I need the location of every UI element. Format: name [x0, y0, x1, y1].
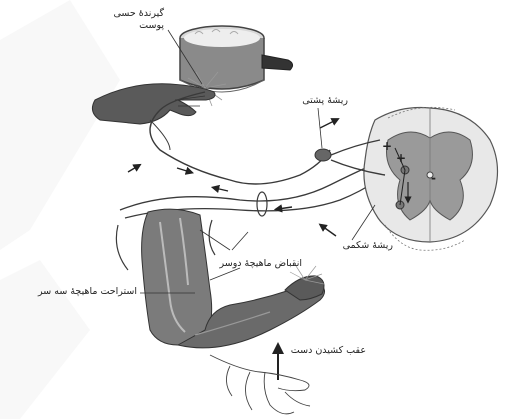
receptor-label-line2: پوست	[82, 20, 164, 32]
hand-withdrawal-label: عقب کشیدن دست	[284, 345, 366, 357]
arm	[142, 209, 325, 348]
biceps-leader-line-2	[232, 232, 248, 250]
receptor-label: گیرندهٔ حسی پوست	[82, 8, 164, 32]
motor-nerve-1	[120, 165, 372, 210]
receptor-label-line1: گیرندهٔ حسی	[82, 8, 164, 20]
nerve-ring	[257, 192, 267, 216]
hot-pot	[180, 26, 293, 92]
dorsal-root-label: ریشهٔ پشتی	[283, 95, 348, 107]
ventral-root-leader-line	[352, 205, 375, 240]
biceps-contraction-label: انقباض ماهیچهٔ دوسر	[198, 258, 302, 270]
plus-symbol-1: +	[382, 140, 392, 152]
motor-nerve-4	[209, 220, 215, 255]
watermark-logo	[0, 0, 120, 419]
triceps-relaxation-label: استراحت ماهیچهٔ سه سر	[2, 286, 137, 298]
lower-hand-outline	[210, 355, 310, 414]
ventral-root-label: ریشهٔ شکمی	[328, 240, 393, 252]
sensory-nerve-branch	[150, 120, 170, 150]
motor-nerve-3	[116, 225, 128, 270]
minus-symbol: -	[426, 172, 436, 184]
plus-symbol-2: +	[396, 152, 406, 164]
